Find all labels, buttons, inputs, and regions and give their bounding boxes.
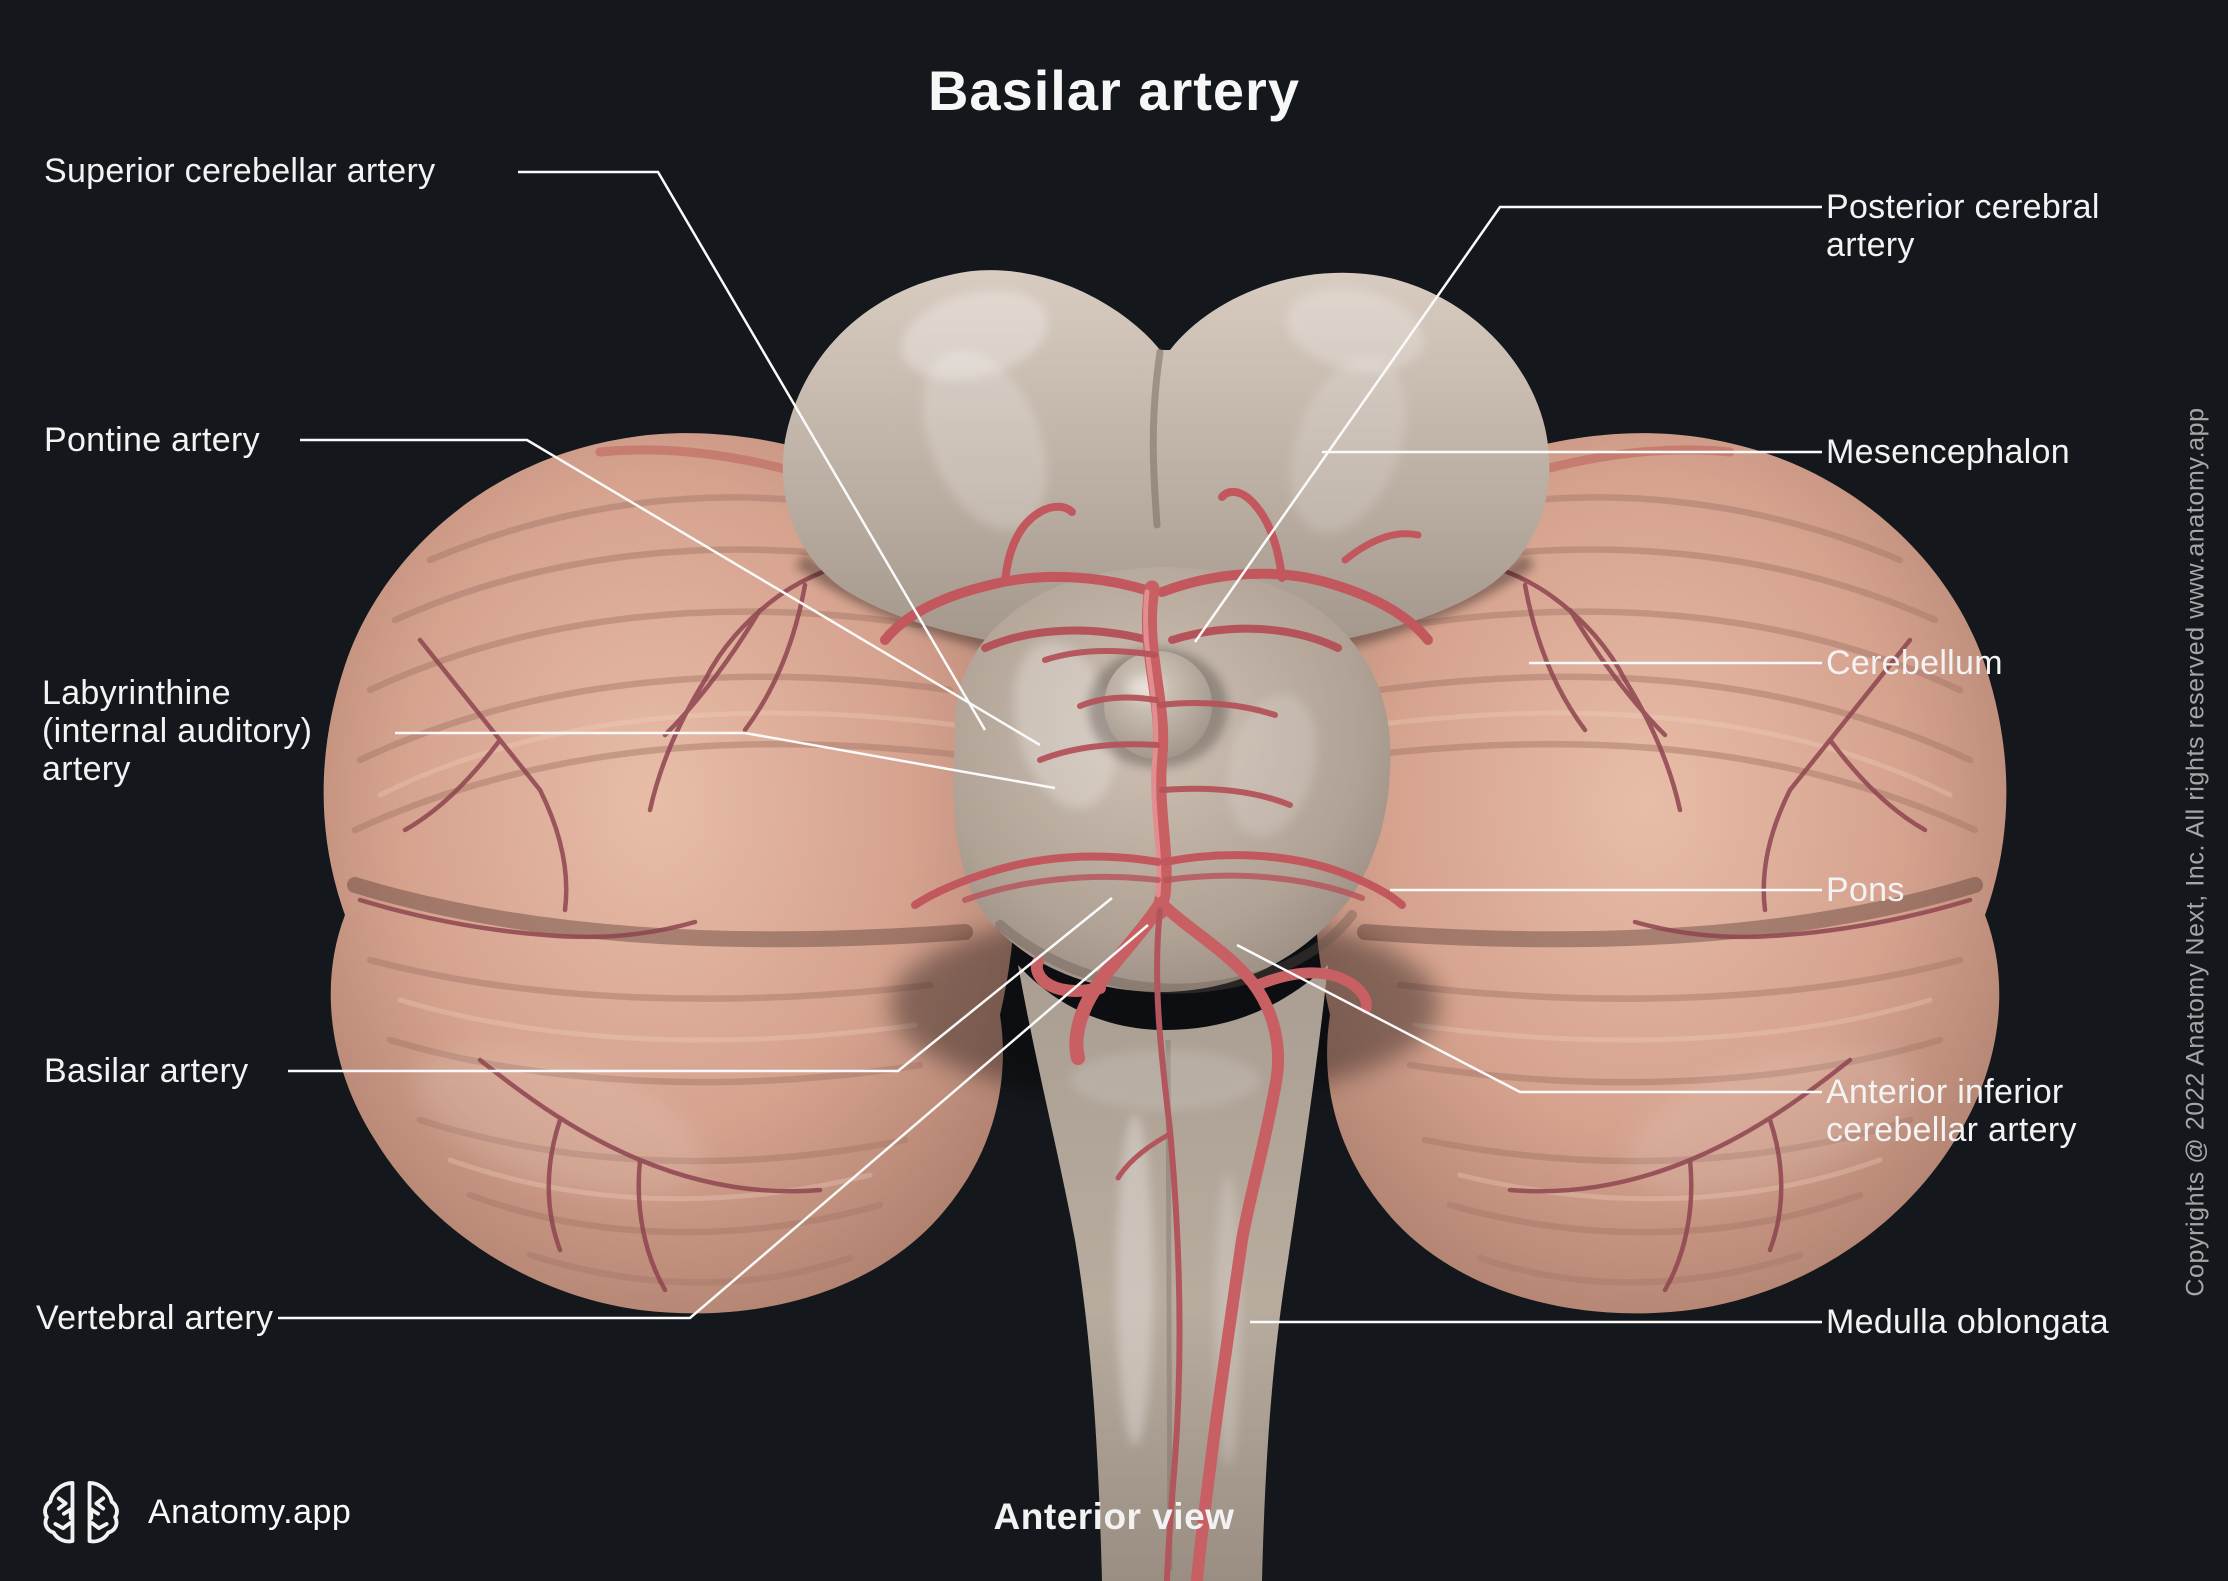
- cerebellum-right: [1314, 433, 2007, 1314]
- label-superior-cerebellar-artery: Superior cerebellar artery: [44, 152, 436, 190]
- label-pons: Pons: [1826, 871, 1905, 909]
- label-cerebellum: Cerebellum: [1826, 644, 2003, 682]
- aica-vessels: [911, 851, 1406, 909]
- page-title: Basilar artery: [927, 59, 1300, 122]
- label-mesencephalon: Mesencephalon: [1826, 433, 2070, 471]
- label-medulla-oblongata: Medulla oblongata: [1826, 1303, 2109, 1341]
- label-pontine-artery: Pontine artery: [44, 421, 260, 459]
- copyright-text: Copyrights @ 2022 Anatomy Next, Inc. All…: [2181, 407, 2210, 1297]
- brand-name: Anatomy.app: [148, 1492, 352, 1531]
- label-labyrinthine-artery: Labyrinthine (internal auditory) artery: [42, 674, 313, 788]
- brain-icon: [43, 1481, 119, 1544]
- brand: Anatomy.app: [40, 1474, 351, 1550]
- pontine-branches: [1037, 647, 1293, 808]
- label-basilar-artery: Basilar artery: [44, 1052, 249, 1090]
- label-anterior-inferior-cerebellar-artery: Anterior inferior cerebellar artery: [1826, 1073, 2077, 1149]
- label-vertebral-artery: Vertebral artery: [36, 1299, 274, 1337]
- view-caption: Anterior view: [993, 1496, 1235, 1537]
- label-posterior-cerebral-artery: Posterior cerebral artery: [1826, 188, 2100, 264]
